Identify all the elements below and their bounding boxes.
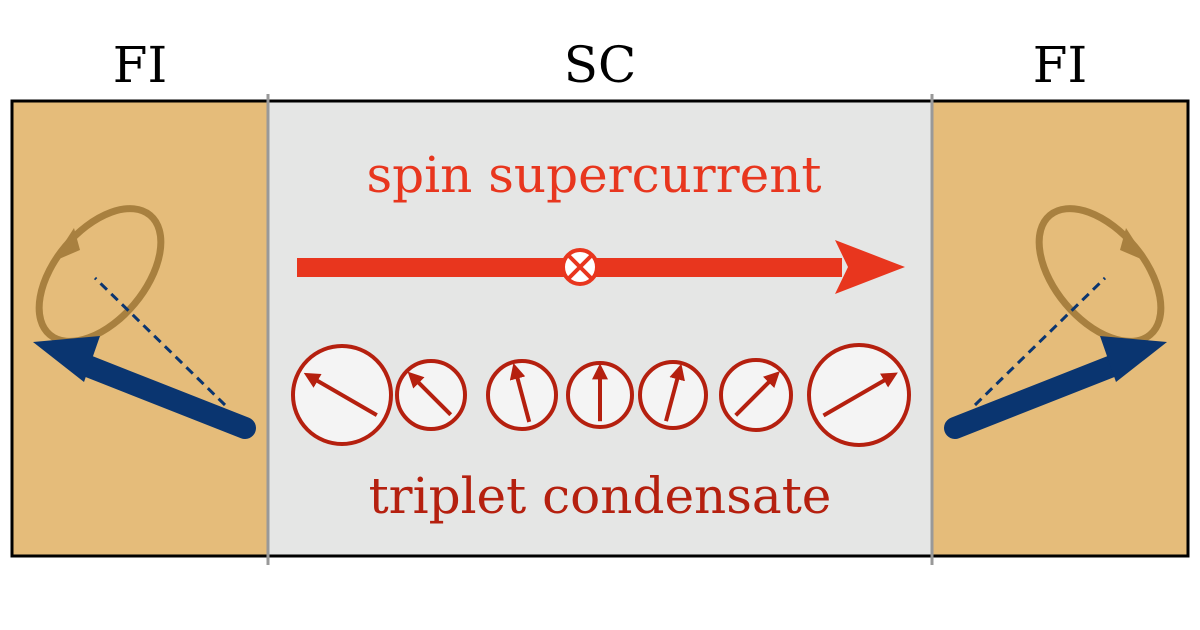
right-fi-region: [932, 101, 1188, 556]
triplet-condensate-label: triplet condensate: [369, 467, 832, 525]
outer-border: [10, 99, 1190, 558]
spin-arrow: [303, 372, 378, 417]
into-page-cross-icon: [561, 248, 599, 286]
right-magnetization-arrow: [944, 352, 1131, 439]
right-magnetization: [944, 205, 1167, 439]
spin-circle: [395, 359, 467, 431]
spin-arrow: [664, 363, 685, 422]
left-magnetization-arrow: [69, 352, 256, 439]
left-magnetization-arrowhead: [33, 336, 100, 382]
spin-circle: [566, 361, 634, 429]
right-magnetization-arrowhead: [1100, 336, 1167, 382]
sc-region: [268, 101, 932, 556]
spin-supercurrent-label: spin supercurrent: [366, 146, 821, 204]
spin-arrow: [407, 371, 453, 417]
left-magnetization: [33, 205, 256, 439]
right-precession-axis: [973, 276, 1107, 407]
spin-circle: [638, 360, 708, 430]
left-precession-axis: [93, 276, 227, 407]
sc-label: SC: [564, 36, 637, 94]
left-fi-label: FI: [113, 36, 167, 94]
left-precession-arrowhead: [52, 228, 80, 262]
spin-arrow: [822, 372, 898, 418]
right-precession-arrowhead: [1120, 228, 1148, 262]
condensate-spins: [291, 343, 911, 447]
spin-circle: [719, 358, 793, 432]
spin-circle: [486, 359, 558, 431]
left-fi-region: [12, 101, 268, 556]
spin-circle: [291, 344, 393, 446]
right-fi-label: FI: [1033, 36, 1087, 94]
spin-arrow: [734, 371, 780, 417]
spin-arrow: [509, 363, 532, 423]
spin-circle: [807, 343, 911, 447]
